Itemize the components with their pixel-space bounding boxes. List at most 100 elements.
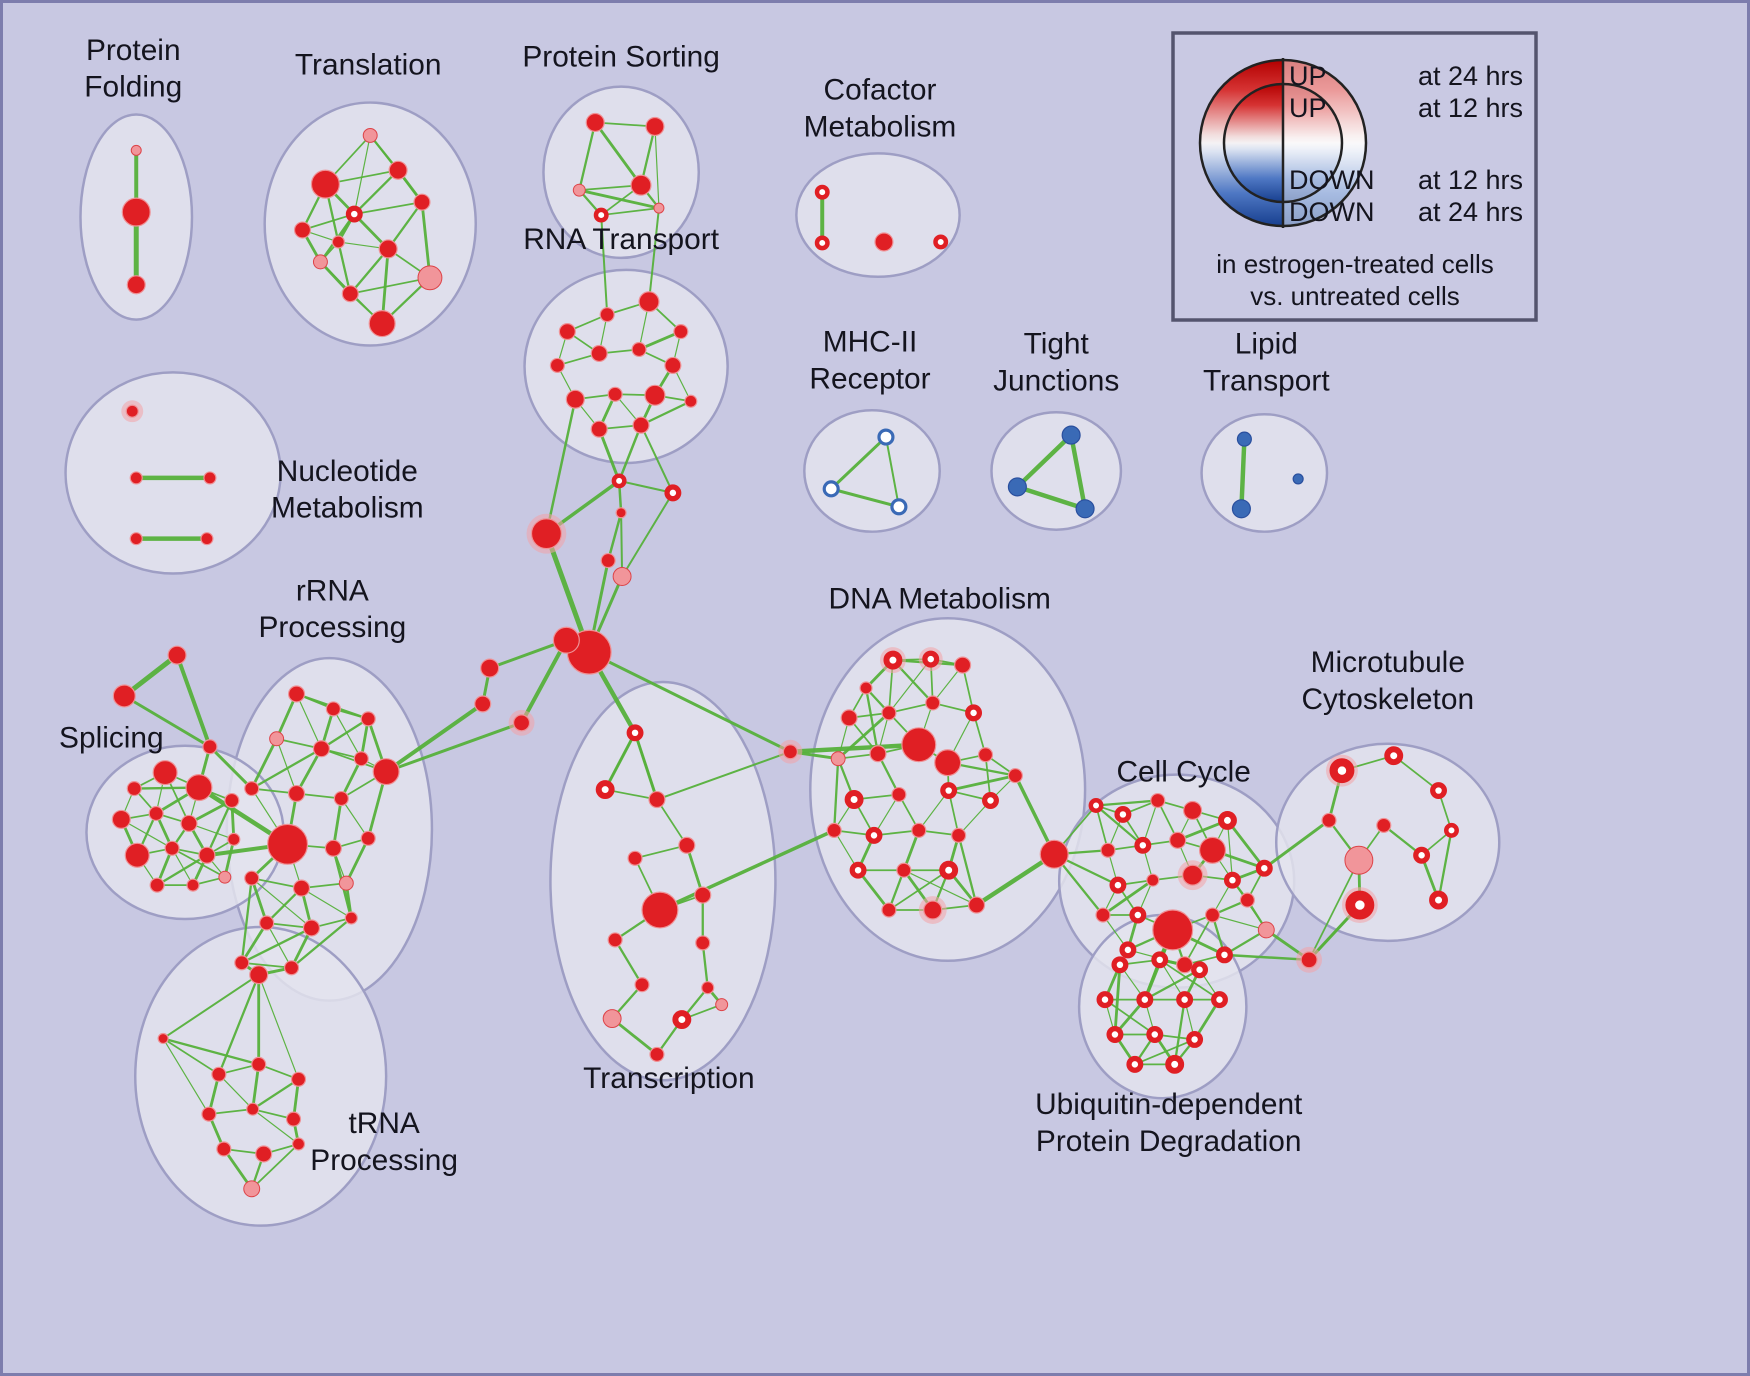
edge-lp0-lp1: [1239, 436, 1247, 512]
legend-down-24-time: at 24 hrs: [1418, 197, 1523, 227]
edge-bb3-bb5: [620, 511, 624, 578]
gene-node-up: [112, 684, 136, 708]
gene-node-up-ring: [844, 790, 864, 809]
gene-node-up: [607, 932, 623, 948]
edge-rt13-bb1: [640, 424, 674, 494]
gene-node-up: [1100, 842, 1116, 858]
gene-node-up-ring: [1345, 890, 1375, 920]
gene-node-up: [634, 977, 650, 993]
gene-node-up: [186, 878, 200, 892]
gene-node-up: [881, 705, 897, 721]
gene-node-up: [341, 285, 359, 303]
gene-node-up: [285, 1111, 302, 1127]
gene-node-up-weak: [362, 127, 378, 143]
gene-node-down: [1231, 499, 1251, 519]
edge-translation: [420, 200, 432, 280]
edge-tj0-tj1: [1015, 432, 1074, 490]
gene-node-up: [310, 169, 340, 199]
edge-tc0-tc2: [633, 731, 659, 802]
edge-microtubule: [1308, 859, 1360, 961]
gene-node-up-ring: [1096, 991, 1114, 1009]
legend-down-12-time: at 12 hrs: [1418, 165, 1523, 195]
gene-node-up: [1152, 909, 1194, 951]
edge-ps5-rt2: [647, 207, 660, 303]
gene-node-up: [302, 919, 321, 937]
gene-node-up-ring: [345, 205, 363, 223]
gene-node-up-ring: [849, 861, 867, 879]
cluster-label-rna-transport: RNA Transport: [523, 223, 720, 256]
cluster-bubble-tight-junctions: [990, 410, 1123, 531]
cluster-label-cell-cycle: Cell Cycle: [1116, 756, 1250, 789]
gene-node-up-ring: [965, 704, 983, 722]
edge-splicing: [171, 847, 226, 879]
gene-node-up: [360, 711, 376, 727]
gene-node-up: [1204, 907, 1221, 923]
gene-node-up: [378, 239, 398, 259]
edge-ubiquitin: [1158, 958, 1221, 1001]
gene-node-up: [324, 839, 342, 857]
gene-node-up-weak: [243, 1180, 261, 1198]
gene-node-up: [227, 832, 241, 846]
gene-node-up-ring: [1430, 782, 1447, 800]
gene-node-up: [333, 790, 349, 807]
edge-tc5-dn17: [658, 828, 836, 912]
gene-node-up: [1150, 792, 1166, 809]
gene-node-up-ring: [865, 826, 883, 844]
gene-node-up: [951, 827, 967, 843]
legend-caption-line1: in estrogen-treated cells: [1216, 249, 1493, 279]
edge-st2-rr6: [208, 745, 254, 791]
edge-trna-processing: [218, 1073, 254, 1110]
gene-node-up: [599, 307, 615, 323]
gene-node-up-ring: [1109, 876, 1127, 894]
cluster-label-transcription: Transcription: [583, 1062, 754, 1095]
edge-tj0-tj2: [1068, 432, 1088, 512]
gene-node-up: [627, 850, 643, 866]
gene-node-down: [1061, 425, 1081, 445]
gene-node-up: [615, 507, 627, 519]
gene-node-up-ring: [1186, 1030, 1204, 1048]
edge-dna-metabolism: [947, 774, 1017, 792]
edge-ubiquitin: [1143, 968, 1201, 1001]
gene-node-up: [388, 160, 408, 180]
gene-node-up: [249, 965, 269, 985]
gene-node-up: [360, 830, 376, 846]
up-down-glyph: [1198, 58, 1368, 228]
edge-translation: [353, 201, 423, 215]
gene-node-up: [1239, 892, 1255, 908]
edge-tc2-bb9: [655, 750, 792, 801]
edge-cell-cycle: [1101, 878, 1155, 917]
gene-node-up: [157, 1032, 169, 1045]
edge-rna-transport: [637, 330, 683, 351]
gene-node-up: [701, 981, 715, 995]
cluster-bubble-cofactor-metabolism: [795, 152, 961, 279]
gene-node-up: [694, 886, 712, 904]
gene-node-up: [934, 749, 962, 777]
edge-rrna-processing: [250, 747, 323, 790]
edge-rrna-processing: [290, 916, 353, 969]
gene-node-up-weak: [572, 183, 586, 197]
gene-node-up: [216, 1141, 232, 1157]
edge-cc23-mt9: [1223, 953, 1311, 962]
edge-trna-processing: [217, 973, 260, 1076]
gene-node-up-ring: [814, 235, 830, 251]
edge-rrna-processing: [250, 737, 279, 790]
gene-node-up: [891, 786, 907, 803]
gene-node-up: [185, 774, 213, 802]
edge-rrna-processing: [340, 797, 369, 839]
gene-node-up: [344, 911, 358, 925]
gene-node-up: [549, 357, 565, 373]
gene-node-up: [648, 790, 666, 809]
gene-node-up: [859, 681, 873, 695]
gene-node-up-weak: [338, 875, 354, 891]
edge-bb0-bb1: [618, 479, 674, 494]
gene-node-up: [125, 404, 139, 418]
cluster-label-splicing: Splicing: [59, 722, 164, 755]
gene-node-up: [607, 386, 623, 402]
gene-node-up: [695, 935, 711, 951]
